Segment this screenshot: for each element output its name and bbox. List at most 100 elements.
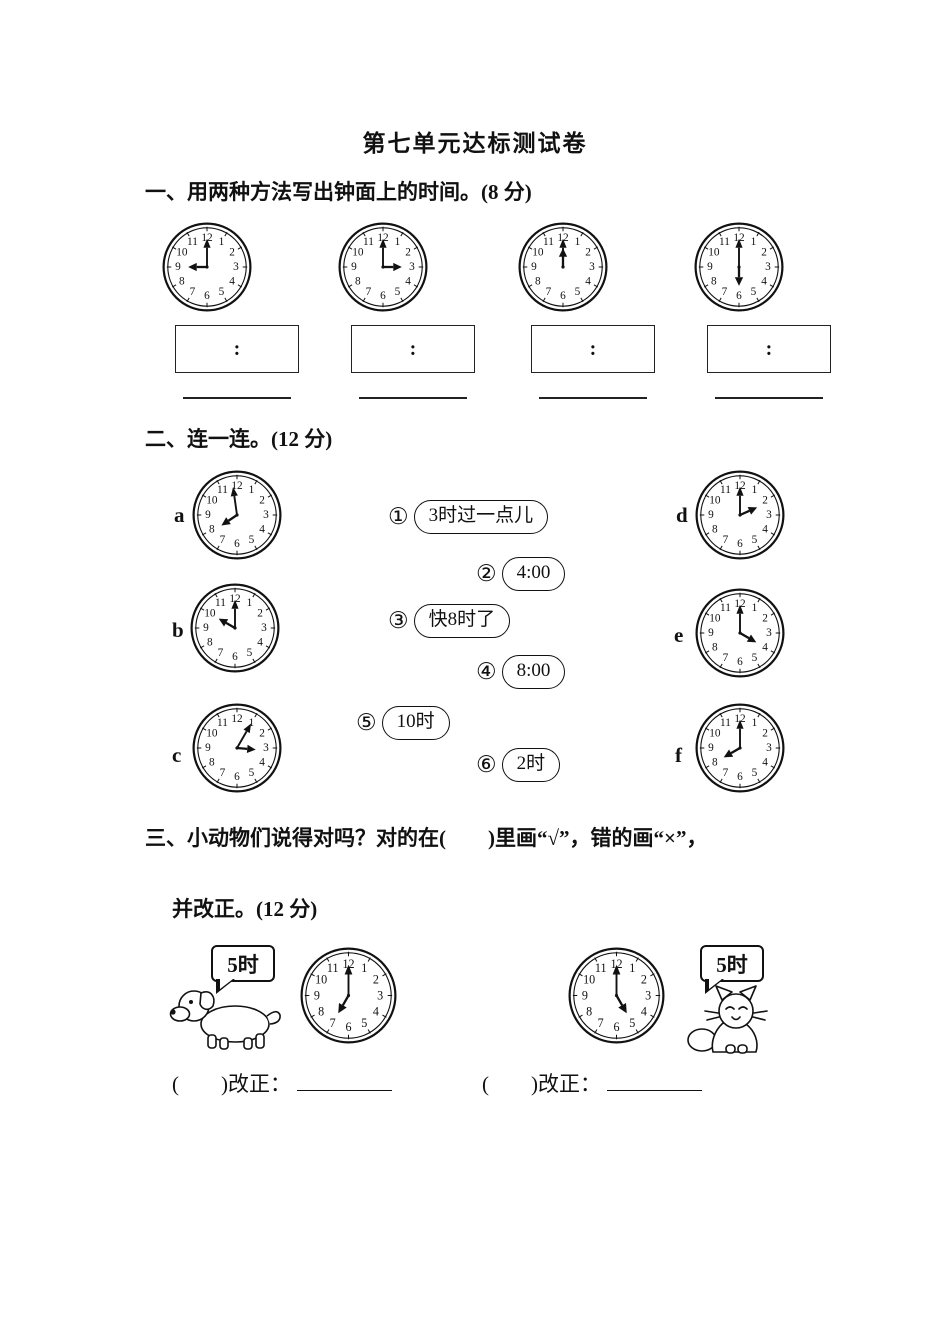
svg-text:3: 3 — [589, 261, 595, 273]
answer-line[interactable] — [359, 397, 467, 399]
option-4[interactable]: ④ 8:00 — [476, 655, 566, 689]
svg-text:11: 11 — [595, 961, 607, 975]
colon: : — [765, 337, 773, 360]
svg-text:6: 6 — [345, 1020, 351, 1034]
judge-parentheses[interactable]: ( )改正： — [482, 1072, 601, 1096]
dog-speech-text: 5时 — [227, 952, 259, 977]
svg-text:11: 11 — [720, 717, 731, 729]
clock-letter-f: f — [675, 743, 682, 767]
option-2[interactable]: ② 4:00 — [476, 557, 566, 591]
svg-text:10: 10 — [206, 494, 218, 506]
svg-text:7: 7 — [723, 534, 729, 546]
page-title: 第七单元达标测试卷 — [362, 131, 588, 156]
svg-text:2: 2 — [762, 727, 768, 739]
dog-image — [168, 981, 283, 1056]
svg-text:4: 4 — [259, 524, 265, 536]
option-6-pill[interactable]: 2时 — [501, 748, 561, 782]
clock-letter-d: d — [676, 503, 688, 527]
svg-text:8: 8 — [535, 276, 541, 288]
answer-line[interactable] — [183, 397, 291, 399]
svg-text:6: 6 — [560, 290, 566, 302]
cat-speech-text: 5时 — [716, 952, 748, 977]
svg-text:6: 6 — [234, 771, 240, 783]
svg-text:6: 6 — [232, 651, 238, 663]
answer-line[interactable] — [539, 397, 647, 399]
svg-text:4: 4 — [405, 276, 411, 288]
colon: : — [589, 337, 597, 360]
svg-text:8: 8 — [711, 276, 717, 288]
cat-speech-bubble: 5时 — [700, 945, 764, 994]
option-5[interactable]: ⑤ 10时 — [356, 706, 450, 740]
time-answer-box[interactable]: : — [175, 325, 299, 373]
svg-text:9: 9 — [708, 509, 714, 521]
svg-text:5: 5 — [219, 286, 225, 298]
svg-text:9: 9 — [707, 261, 713, 273]
time-answer-box[interactable]: : — [531, 325, 655, 373]
svg-text:4: 4 — [761, 276, 767, 288]
svg-text:8: 8 — [209, 524, 215, 536]
svg-text:4: 4 — [585, 276, 591, 288]
option-4-pill[interactable]: 8:00 — [501, 655, 566, 689]
svg-text:8: 8 — [209, 757, 215, 769]
correction-line[interactable] — [297, 1074, 392, 1091]
clock-letter-c: c — [172, 743, 182, 767]
svg-text:4: 4 — [762, 524, 768, 536]
svg-text:12: 12 — [734, 713, 746, 725]
svg-text:12: 12 — [557, 232, 569, 244]
svg-text:10: 10 — [532, 246, 544, 258]
option-2-pill[interactable]: 4:00 — [501, 557, 566, 591]
time-answer-box[interactable]: : — [351, 325, 475, 373]
correction-line[interactable] — [607, 1074, 702, 1091]
svg-text:2: 2 — [257, 607, 263, 619]
svg-text:1: 1 — [249, 484, 255, 496]
svg-text:6: 6 — [613, 1020, 619, 1034]
svg-text:10: 10 — [708, 246, 720, 258]
svg-text:11: 11 — [327, 961, 339, 975]
section2-heading: 二、连一连。(12 分) — [145, 427, 333, 451]
colon: : — [233, 337, 241, 360]
svg-text:5: 5 — [752, 652, 758, 664]
svg-text:9: 9 — [708, 627, 714, 639]
option-3-pill[interactable]: 快8时了 — [413, 604, 511, 638]
svg-text:7: 7 — [220, 534, 226, 546]
svg-text:5: 5 — [751, 286, 757, 298]
section1-heading: 一、用两种方法写出钟面上的时间。(8 分) — [145, 180, 532, 204]
svg-text:1: 1 — [752, 602, 758, 614]
svg-text:5: 5 — [629, 1016, 635, 1030]
judge-parentheses[interactable]: ( )改正： — [172, 1072, 291, 1096]
svg-text:4: 4 — [229, 276, 235, 288]
dog-speech-bubble: 5时 — [211, 945, 275, 994]
svg-text:8: 8 — [712, 757, 718, 769]
svg-text:7: 7 — [723, 767, 729, 779]
svg-text:5: 5 — [752, 534, 758, 546]
option-3[interactable]: ③ 快8时了 — [388, 604, 511, 638]
svg-text:10: 10 — [709, 727, 721, 739]
svg-text:8: 8 — [318, 1004, 324, 1018]
svg-text:6: 6 — [380, 290, 386, 302]
option-1[interactable]: ① 3时过一点儿 — [388, 500, 549, 534]
time-answer-box[interactable]: : — [707, 325, 831, 373]
svg-text:3: 3 — [233, 261, 239, 273]
svg-text:7: 7 — [598, 1016, 604, 1030]
option-1-pill[interactable]: 3时过一点儿 — [413, 500, 549, 534]
svg-text:5: 5 — [249, 534, 255, 546]
answer-line[interactable] — [715, 397, 823, 399]
svg-text:10: 10 — [204, 607, 216, 619]
svg-text:9: 9 — [314, 989, 320, 1003]
option-5-pill[interactable]: 10时 — [381, 706, 450, 740]
option-6[interactable]: ⑥ 2时 — [476, 748, 561, 782]
svg-text:9: 9 — [531, 261, 537, 273]
svg-text:10: 10 — [583, 973, 595, 987]
svg-text:1: 1 — [219, 236, 225, 248]
svg-text:10: 10 — [206, 727, 218, 739]
